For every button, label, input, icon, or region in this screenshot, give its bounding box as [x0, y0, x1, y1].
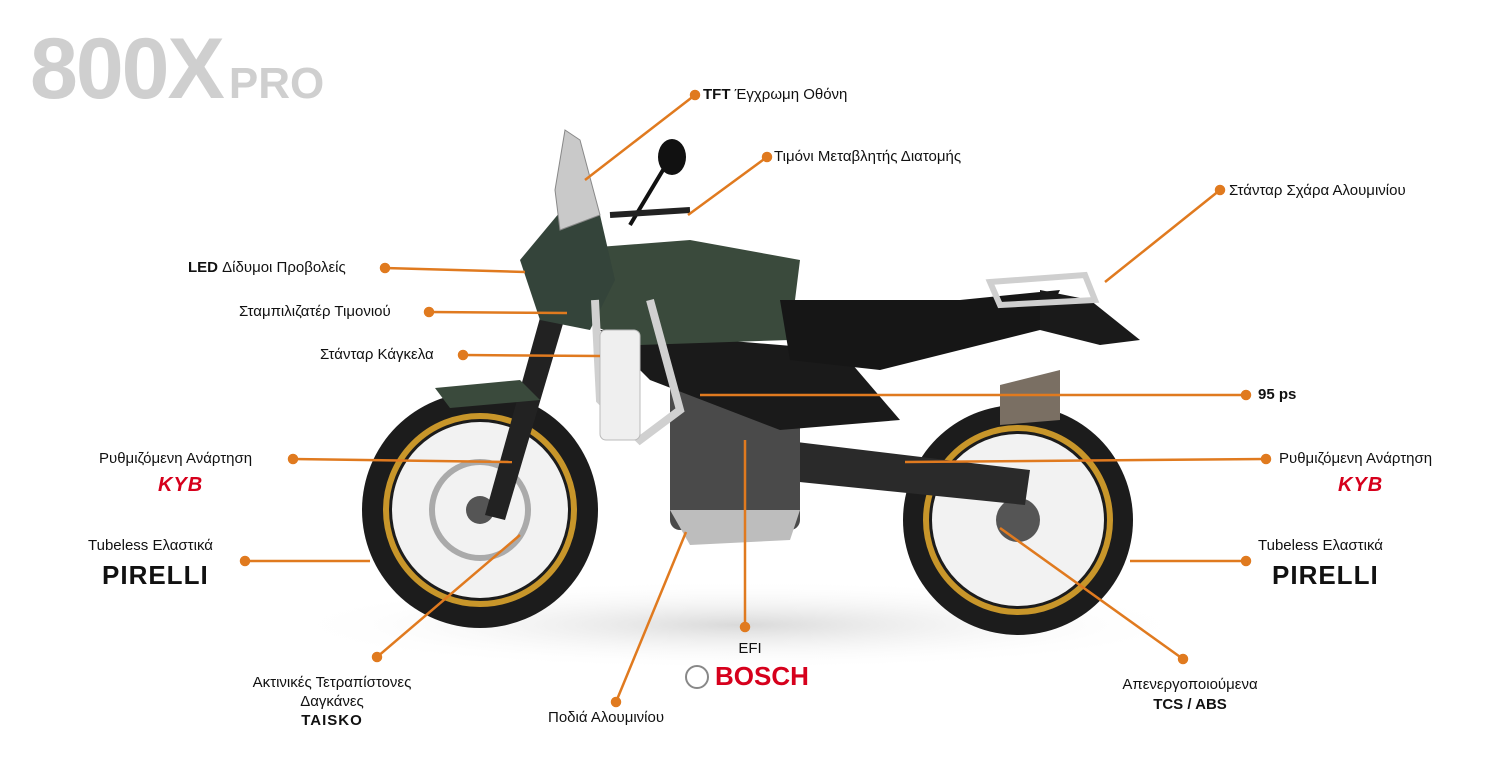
feature-susp-rear: Ρυθμιζόμενη Ανάρτηση — [1279, 450, 1433, 467]
crash-bar — [591, 298, 685, 446]
feature-tcs-line2: TCS / ABS — [1153, 696, 1227, 713]
feature-tires-rear: Tubeless Ελαστικά — [1258, 537, 1383, 554]
rear-rack — [985, 271, 1100, 309]
feature-footpegs: Ποδιά Αλουμινίου — [548, 709, 665, 726]
feature-tcs: Απενεργοποιούμενα TCS / ABS — [1090, 676, 1290, 713]
feature-brakes-line2: Δαγκάνες — [300, 693, 364, 710]
feature-brakes: Ακτινικές Τετραπίστονες Δαγκάνες TAISKO — [232, 674, 432, 729]
feature-tires-front: Tubeless Ελαστικά — [88, 537, 213, 554]
pirelli-logo-rear: PIRELLI — [1272, 560, 1379, 590]
swingarm — [780, 440, 1030, 505]
model-name: 800X — [30, 21, 225, 117]
rear-wheel — [903, 405, 1133, 635]
feature-tft-bold: TFT — [703, 86, 731, 103]
bosch-logo: BOSCH — [685, 661, 815, 693]
mirror — [658, 139, 686, 175]
feature-efi: EFI — [690, 640, 810, 657]
exhaust — [1000, 370, 1060, 425]
kyb-logo-rear: KYB — [1338, 474, 1384, 496]
feature-tcs-line1: Απενεργοποιούμενα — [1122, 676, 1258, 693]
model-suffix: PRO — [228, 59, 325, 108]
front-fender — [435, 380, 540, 408]
feature-damper: Σταμπιλιζατέρ Τιμονιού — [239, 303, 391, 320]
feature-brakes-line1: Ακτινικές Τετραπίστονες — [252, 674, 412, 691]
feature-tft: TFT Έγχρωμη Οθόνη — [703, 86, 847, 103]
callout-lines — [239, 89, 1272, 708]
feature-susp-front: Ρυθμιζόμενη Ανάρτηση — [99, 450, 253, 467]
feature-tft-text: Έγχρωμη Οθόνη — [730, 86, 848, 103]
feature-led: LED Δίδυμοι Προβολείς — [188, 259, 346, 276]
front-wheel — [362, 392, 598, 628]
feature-power: 95 ps — [1258, 386, 1297, 403]
bosch-wordmark: BOSCH — [715, 661, 809, 691]
taisko-logo: TAISKO — [301, 712, 363, 729]
front-fairing — [520, 200, 615, 330]
windscreen — [554, 129, 601, 231]
feature-handlebar: Τιμόνι Μεταβλητής Διατομής — [774, 148, 962, 165]
feature-efi-text: EFI — [738, 640, 762, 657]
feature-rack: Στάνταρ Σχάρα Αλουμινίου — [1229, 182, 1406, 199]
feature-led-text: Δίδυμοι Προβολείς — [218, 259, 346, 276]
fuel-tank — [560, 240, 800, 345]
bosch-emblem-icon — [685, 665, 709, 689]
kyb-logo-front: KYB — [158, 474, 204, 496]
pirelli-logo-front: PIRELLI — [102, 560, 209, 590]
seat — [780, 290, 1060, 370]
feature-led-bold: LED — [188, 259, 218, 276]
feature-crashbar: Στάνταρ Κάγκελα — [320, 346, 434, 363]
